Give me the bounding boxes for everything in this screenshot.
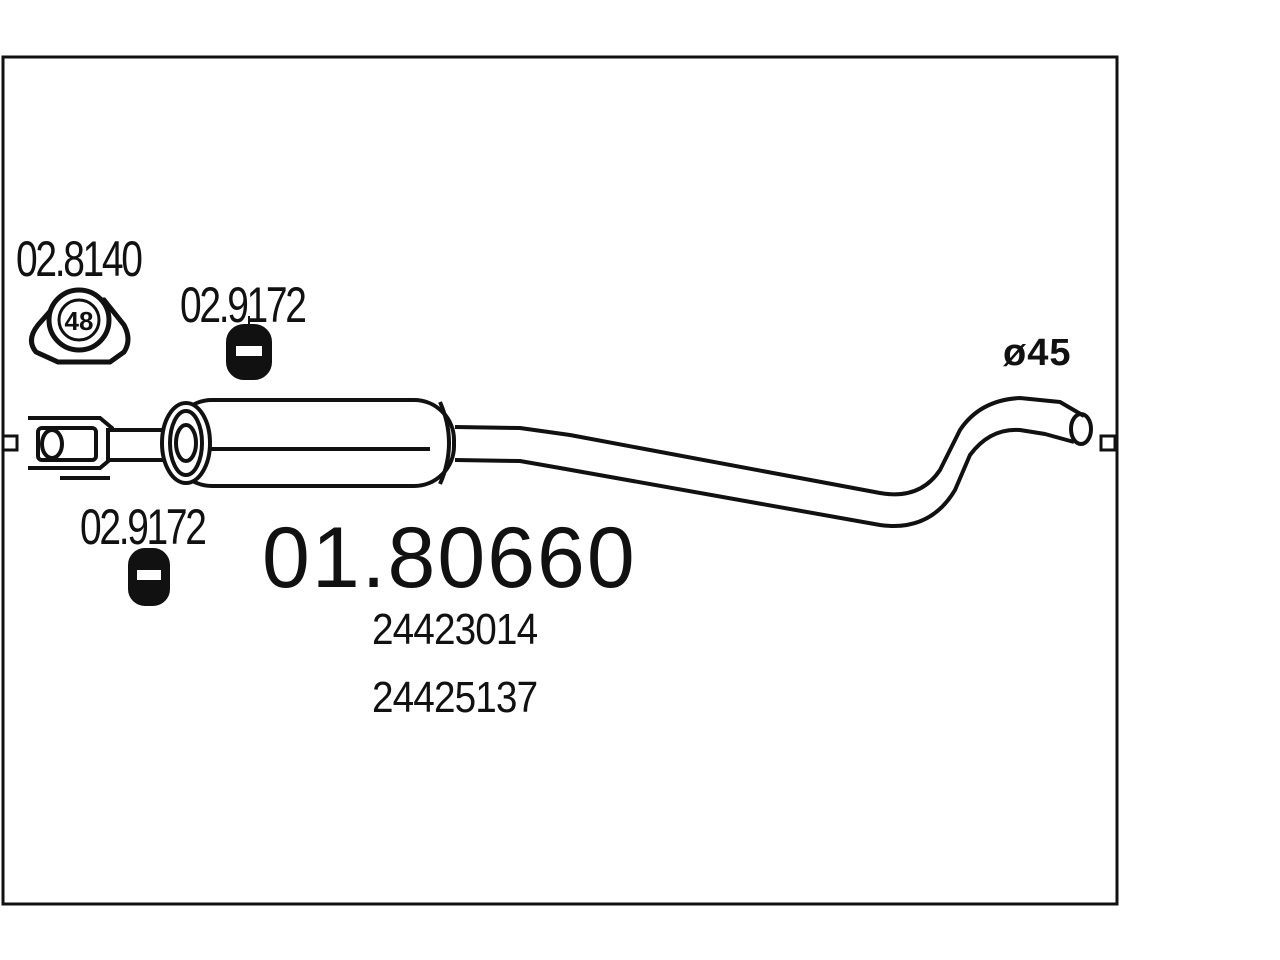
clamp-icon xyxy=(29,287,131,365)
rubber-mount-top-part-number: 02.9172 xyxy=(180,277,307,333)
pipe-diameter-label: ø45 xyxy=(1003,332,1072,374)
clamp-size-label: 48 xyxy=(65,306,94,336)
outlet-pipe-icon xyxy=(454,396,1093,528)
muffler-icon xyxy=(160,398,456,488)
oem-number-2: 24425137 xyxy=(372,673,538,722)
rubber-mount-bottom-part-number: 02.9172 xyxy=(80,499,207,555)
diagram-frame xyxy=(1,55,1119,906)
rubber-mount-top-icon xyxy=(226,324,272,380)
right-connector-marker xyxy=(1099,434,1117,452)
main-part-number: 01.80660 xyxy=(262,510,637,606)
rubber-mount-bottom-icon xyxy=(128,548,170,606)
clamp-part-number: 02.8140 xyxy=(16,231,143,287)
left-connector-marker xyxy=(1,434,19,452)
oem-number-1: 24423014 xyxy=(372,605,538,654)
